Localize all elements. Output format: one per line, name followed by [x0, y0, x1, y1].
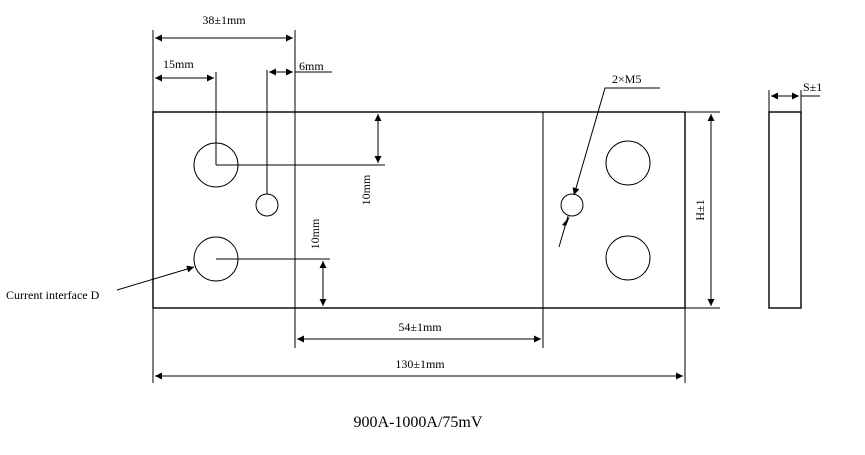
- dim-label-thickness: S±1: [803, 80, 822, 94]
- callout-leader-interface: [116, 265, 195, 291]
- drawing-caption: 900A-1000A/75mV: [354, 414, 483, 431]
- callout-label-interface: Current interface D: [6, 288, 100, 302]
- callout-arrow-m5-tail: [562, 216, 570, 226]
- dim-label-130: 130±1mm: [395, 357, 445, 371]
- right-m5-hole: [560, 193, 584, 217]
- dim-label-10-upper: 10mm: [359, 174, 373, 205]
- dim-label-38: 38±1mm: [202, 13, 246, 27]
- shunt-body-outline: [152, 111, 686, 309]
- left-small-hole: [255, 193, 279, 217]
- dim-label-10-lower: 10mm: [308, 218, 322, 249]
- side-view-outline: [768, 111, 802, 309]
- dim-label-height: H±1: [693, 199, 707, 220]
- callout-leader-m5: [572, 87, 660, 196]
- dim-label-6: 6mm: [299, 59, 324, 73]
- dim-label-54: 54±1mm: [398, 320, 442, 334]
- right-hole-top: [605, 140, 651, 186]
- dim-label-15: 15mm: [163, 57, 194, 71]
- right-hole-bottom: [605, 235, 651, 281]
- callout-label-m5: 2×M5: [612, 72, 641, 86]
